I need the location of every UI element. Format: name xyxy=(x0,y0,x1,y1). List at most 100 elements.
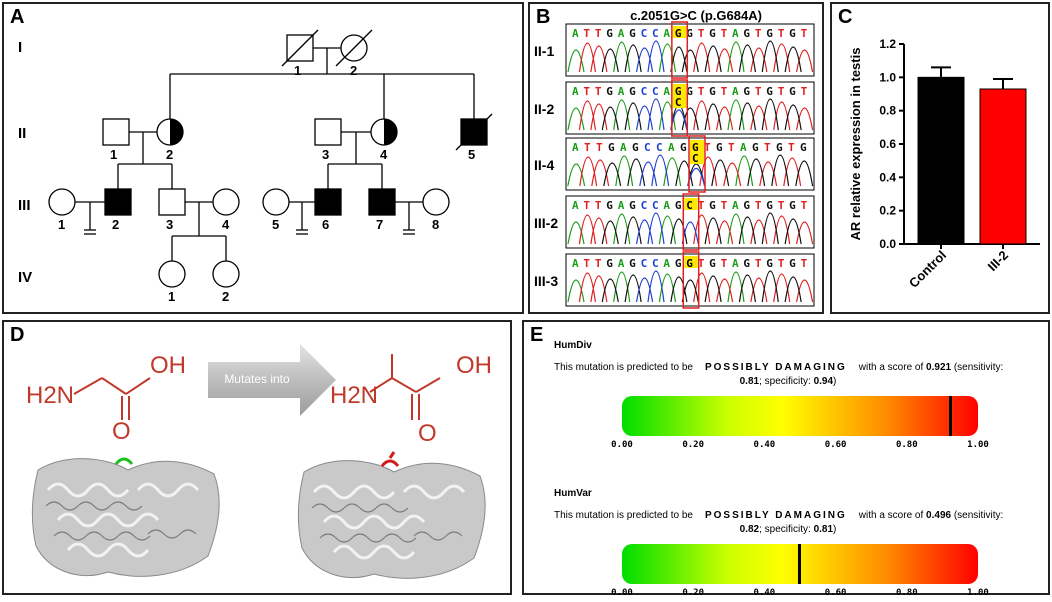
close-paren: ) xyxy=(833,524,837,535)
sample-label: II-2 xyxy=(534,101,554,117)
prediction-label: POSSIBLY DAMAGING xyxy=(704,362,847,373)
scale-tick-label: 0.60 xyxy=(824,440,847,450)
base-call: T xyxy=(721,199,728,212)
specificity-label: ; specificity: xyxy=(759,376,814,387)
individual-number-I-2: 2 xyxy=(350,63,357,78)
base-call: T xyxy=(698,199,705,212)
glycine-structure xyxy=(73,377,151,420)
base-call: T xyxy=(583,27,590,40)
y-tick-label: 0.4 xyxy=(879,170,896,184)
individual-number-III-5: 5 xyxy=(272,217,279,232)
score-marker xyxy=(797,544,801,584)
base-call: T xyxy=(595,199,602,212)
deceased-slash-I-2 xyxy=(335,29,373,67)
base-call: T xyxy=(801,199,808,212)
mutation-highlight xyxy=(684,198,698,210)
carrier-fill-II-2 xyxy=(170,119,183,145)
mutation-highlight xyxy=(672,26,687,38)
chromatogram-set: II-1ATTGAGCCAGGTGTAGTGTGTGII-2ATTGAGCCAG… xyxy=(534,21,815,309)
alanine-structure xyxy=(369,354,441,420)
base-call: A xyxy=(618,199,625,212)
base-call: G xyxy=(709,85,716,98)
score-value: 0.921 xyxy=(926,362,952,373)
prediction-metrics: 0.82; specificity: 0.81) xyxy=(524,524,1052,535)
individual-number-II-2: 2 xyxy=(166,147,173,162)
base-call: G xyxy=(789,199,796,212)
base-call: A xyxy=(732,27,739,40)
base-call: C xyxy=(652,27,659,40)
base-call: G xyxy=(766,257,773,270)
base-call: T xyxy=(755,85,762,98)
y-tick-label: 0.0 xyxy=(879,237,896,251)
base-call: T xyxy=(596,141,603,154)
base-call: G xyxy=(680,141,687,154)
score-text: with a score of xyxy=(858,510,927,521)
base-call: A xyxy=(618,27,625,40)
y-tick-label: 1.2 xyxy=(879,37,896,51)
base-call: A xyxy=(572,27,579,40)
individual-number-III-3: 3 xyxy=(166,217,173,232)
specificity-value: 0.81 xyxy=(813,524,834,535)
alanine-hydroxyl-label: OH xyxy=(456,352,492,379)
base-call: C xyxy=(656,141,663,154)
specificity-value: 0.94 xyxy=(813,376,834,387)
sample-label: III-3 xyxy=(534,273,558,289)
base-call: T xyxy=(728,141,735,154)
base-call: G xyxy=(686,27,693,40)
base-call: A xyxy=(668,141,675,154)
base-call: T xyxy=(778,257,785,270)
base-call: A xyxy=(572,257,579,270)
close-paren: ) xyxy=(833,376,837,387)
base-call: G xyxy=(766,199,773,212)
scale-tick-label: 0.80 xyxy=(895,440,918,450)
male-symbol-II-3 xyxy=(314,118,342,146)
scale-tick-label: 0.60 xyxy=(824,588,847,598)
base-call: G xyxy=(608,141,615,154)
trace-C xyxy=(635,40,665,73)
mutant-base-call: C xyxy=(675,96,682,109)
mutation-site-box xyxy=(688,135,706,193)
base-call: C xyxy=(641,199,648,212)
base-call: G xyxy=(752,141,759,154)
y-tick-label: 0.8 xyxy=(879,104,896,118)
trace-G xyxy=(601,212,802,245)
individual-number-II-4: 4 xyxy=(380,147,388,162)
base-call: T xyxy=(698,85,705,98)
score-marker xyxy=(948,396,952,436)
scale-tick-label: 0.00 xyxy=(611,588,633,598)
base-call: T xyxy=(721,85,728,98)
glycine-amine-label: H2N xyxy=(26,382,75,409)
base-call: G xyxy=(709,199,716,212)
base-call: G xyxy=(800,141,807,154)
scale-tick-label: 0.00 xyxy=(611,440,633,450)
base-call: T xyxy=(595,257,602,270)
base-call: T xyxy=(788,141,795,154)
prediction-prefix: This mutation is predicted to be xyxy=(554,362,693,373)
trace-A xyxy=(567,155,754,187)
carrier-fill-II-4 xyxy=(384,119,397,145)
sensitivity-label: (sensitivity: xyxy=(951,362,1004,373)
individual-number-I-1: 1 xyxy=(294,63,301,78)
base-call: G xyxy=(606,27,613,40)
female-symbol-III-1 xyxy=(48,188,76,216)
base-call: T xyxy=(721,27,728,40)
glycine-oxygen-label: O xyxy=(112,418,131,445)
base-call: C xyxy=(652,85,659,98)
trace-G xyxy=(601,270,802,303)
x-tick-label: Control xyxy=(906,248,949,291)
base-call: C xyxy=(641,85,648,98)
alanine-amine-label: H2N xyxy=(330,382,379,409)
base-call: T xyxy=(584,141,591,154)
base-call: T xyxy=(755,257,762,270)
base-call: A xyxy=(732,85,739,98)
generation-label: II xyxy=(18,125,26,142)
male-symbol-III-7 xyxy=(368,188,396,216)
base-call: A xyxy=(572,141,579,154)
sequencing-title: c.2051G>C (p.G684A) xyxy=(630,8,762,23)
base-call: G xyxy=(629,27,636,40)
mutant-base-call: G xyxy=(686,257,693,270)
base-call: A xyxy=(572,199,579,212)
base-call: G xyxy=(629,199,636,212)
